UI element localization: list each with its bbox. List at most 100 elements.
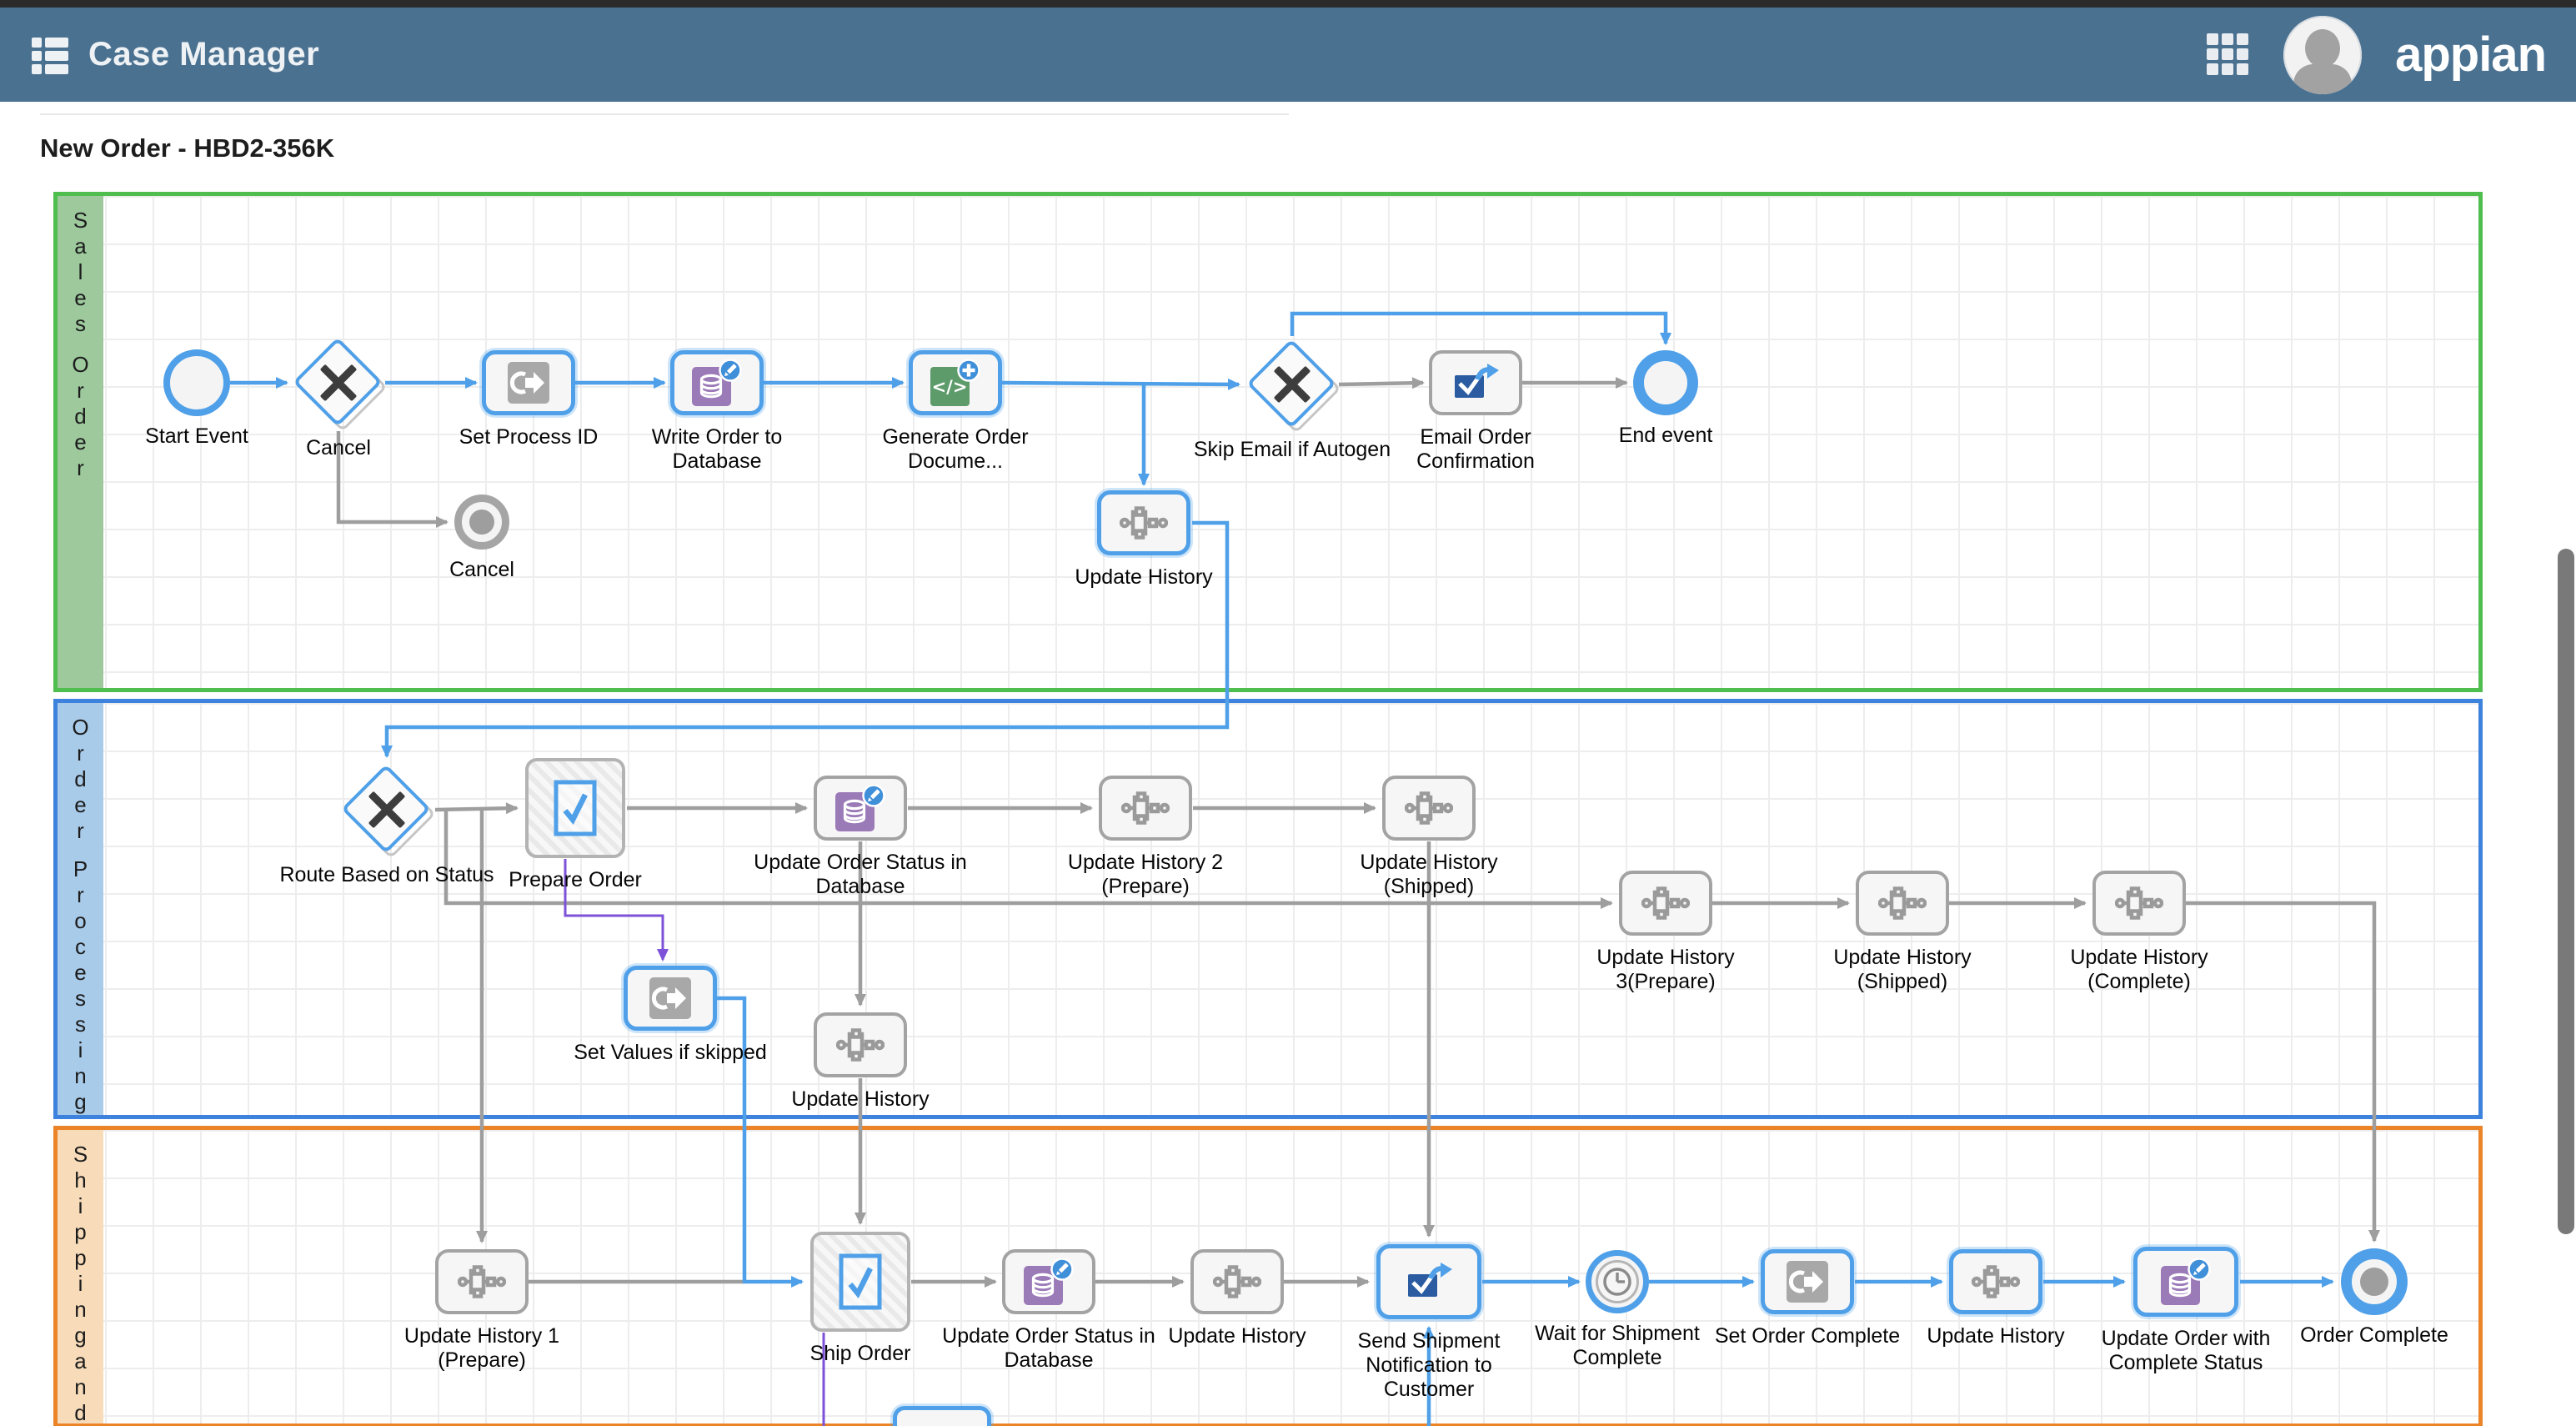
event-wait-for-shipment-label: Wait for Shipment Complete	[1535, 1322, 1700, 1369]
connector-16[interactable]	[444, 810, 1613, 909]
task-generate-order-doc[interactable]: </>	[909, 350, 1002, 415]
lane-label-letter: r	[77, 882, 84, 907]
task-generate-order-doc-label: Generate Order Docume...	[882, 425, 1029, 473]
connector-6[interactable]	[1338, 377, 1425, 389]
lane-label-letter: e	[74, 960, 87, 985]
task-update-history-2-prepare-label: Update History 2 (Prepare)	[1067, 851, 1224, 898]
lane-label-letter: O	[72, 352, 89, 377]
subprocess-icon	[1121, 791, 1170, 825]
connector-19[interactable]	[2186, 901, 2380, 1243]
task-update-order-complete-status[interactable]	[2133, 1247, 2238, 1317]
task-send-shipment-notification[interactable]	[1376, 1244, 1481, 1319]
set-values-icon	[649, 977, 691, 1019]
task-update-order-status-db-1[interactable]	[814, 776, 907, 841]
lane-label-letter: s	[75, 986, 86, 1011]
task-update-history-shipping[interactable]	[1190, 1249, 1284, 1314]
task-update-history-shipped-b[interactable]	[1856, 871, 1949, 936]
lane-label-letter: r	[77, 741, 84, 766]
event-order-complete-label: Order Complete	[2300, 1323, 2448, 1347]
lane-label-letter: s	[75, 1012, 86, 1037]
task-update-history-2-prepare[interactable]	[1099, 776, 1192, 841]
user-task-ship-order[interactable]	[810, 1232, 910, 1332]
event-order-complete[interactable]	[2341, 1248, 2408, 1315]
subprocess-icon	[1641, 886, 1690, 920]
appian-logo: appian	[2395, 28, 2547, 82]
connector-25[interactable]	[717, 996, 804, 1288]
apps-grid-icon[interactable]	[2207, 33, 2250, 77]
task-set-order-complete[interactable]	[1761, 1249, 1854, 1314]
lane-label-letter: O	[72, 715, 89, 740]
end-event-label: End event	[1618, 424, 1713, 447]
task-set-process-id[interactable]	[482, 350, 575, 415]
user-avatar[interactable]	[2283, 15, 2363, 94]
nav-menu-icon[interactable]	[32, 37, 70, 74]
lane-label-letter: c	[75, 934, 86, 959]
task-update-history-sales-label: Update History	[1075, 565, 1213, 589]
task-update-history-sales[interactable]	[1097, 490, 1190, 555]
task-update-history-final[interactable]	[1949, 1249, 2042, 1314]
task-update-history-1-prepare[interactable]	[435, 1249, 529, 1314]
subprocess-icon	[1405, 791, 1453, 825]
connector-10[interactable]	[381, 520, 1230, 758]
task-update-history-complete[interactable]	[2092, 871, 2186, 936]
lane-label-letter: d	[74, 404, 87, 429]
clock-icon	[1603, 1268, 1631, 1296]
task-update-order-status-db-2[interactable]	[1002, 1249, 1095, 1314]
connector-8[interactable]	[1290, 311, 1671, 345]
task-update-history-3-prepare[interactable]	[1619, 871, 1712, 936]
browser-top-strip	[0, 0, 2576, 8]
partial-node-bottom[interactable]	[893, 1406, 991, 1426]
set-values-icon	[1787, 1261, 1828, 1303]
task-update-history-shipped-b-label: Update History (Shipped)	[1833, 946, 1972, 993]
lane-shipping-label: ShippingandR	[58, 1130, 103, 1425]
task-update-history-shipped-a[interactable]	[1382, 776, 1476, 841]
lane-label-letter: o	[74, 908, 87, 933]
start-event[interactable]	[163, 349, 230, 416]
lane-label-letter: s	[75, 311, 86, 336]
task-update-history-op[interactable]	[814, 1012, 907, 1077]
cancel-end-event-label: Cancel	[449, 558, 514, 581]
vertical-scrollbar-thumb[interactable]	[2558, 549, 2574, 1234]
task-write-order-to-db-label: Write Order to Database	[651, 425, 783, 473]
database-edit-icon	[2161, 1258, 2211, 1305]
task-update-history-final-label: Update History	[1927, 1324, 2065, 1348]
subprocess-icon	[1120, 506, 1168, 540]
lane-label-letter: n	[74, 1063, 87, 1088]
lane-label-letter: i	[78, 1037, 83, 1062]
lane-label-letter: d	[74, 766, 87, 791]
lane-label-letter: S	[73, 1142, 88, 1167]
task-update-history-op-label: Update History	[791, 1087, 930, 1111]
connector-21[interactable]	[564, 859, 669, 962]
generate-document-icon: </>	[930, 359, 980, 406]
connector-9[interactable]	[336, 431, 449, 528]
user-task-prepare-order[interactable]	[525, 758, 625, 858]
connector-11[interactable]	[434, 802, 519, 815]
start-event-label: Start Event	[145, 424, 248, 448]
send-email-icon	[1408, 1263, 1452, 1297]
database-edit-icon	[835, 785, 885, 831]
lane-label-letter: e	[74, 792, 87, 817]
cancel-end-event[interactable]	[454, 495, 509, 550]
task-write-order-to-db[interactable]	[670, 350, 764, 415]
subprocess-icon	[458, 1265, 506, 1298]
gateway-skip-email[interactable]	[1244, 336, 1341, 434]
event-wait-for-shipment[interactable]	[1586, 1250, 1649, 1313]
gateway-cancel[interactable]	[290, 334, 388, 432]
task-update-history-shipped-a-label: Update History (Shipped)	[1360, 851, 1498, 898]
lane-label-letter: e	[74, 285, 87, 310]
subprocess-icon	[1878, 886, 1927, 920]
page-title: New Order - HBD2-356K	[40, 133, 335, 163]
task-set-values-if-skipped[interactable]	[624, 966, 717, 1031]
end-event[interactable]	[1633, 350, 1698, 415]
gateway-route-based-on-status[interactable]	[338, 761, 436, 859]
subprocess-icon	[1972, 1265, 2020, 1298]
task-email-order-confirmation[interactable]	[1429, 350, 1522, 415]
gateway-route-based-on-status-label: Route Based on Status	[279, 863, 494, 886]
gateway-skip-email-label: Skip Email if Autogen	[1193, 438, 1391, 461]
connector-4[interactable]	[1001, 378, 1240, 390]
user-task-ship-order-label: Ship Order	[809, 1342, 911, 1365]
